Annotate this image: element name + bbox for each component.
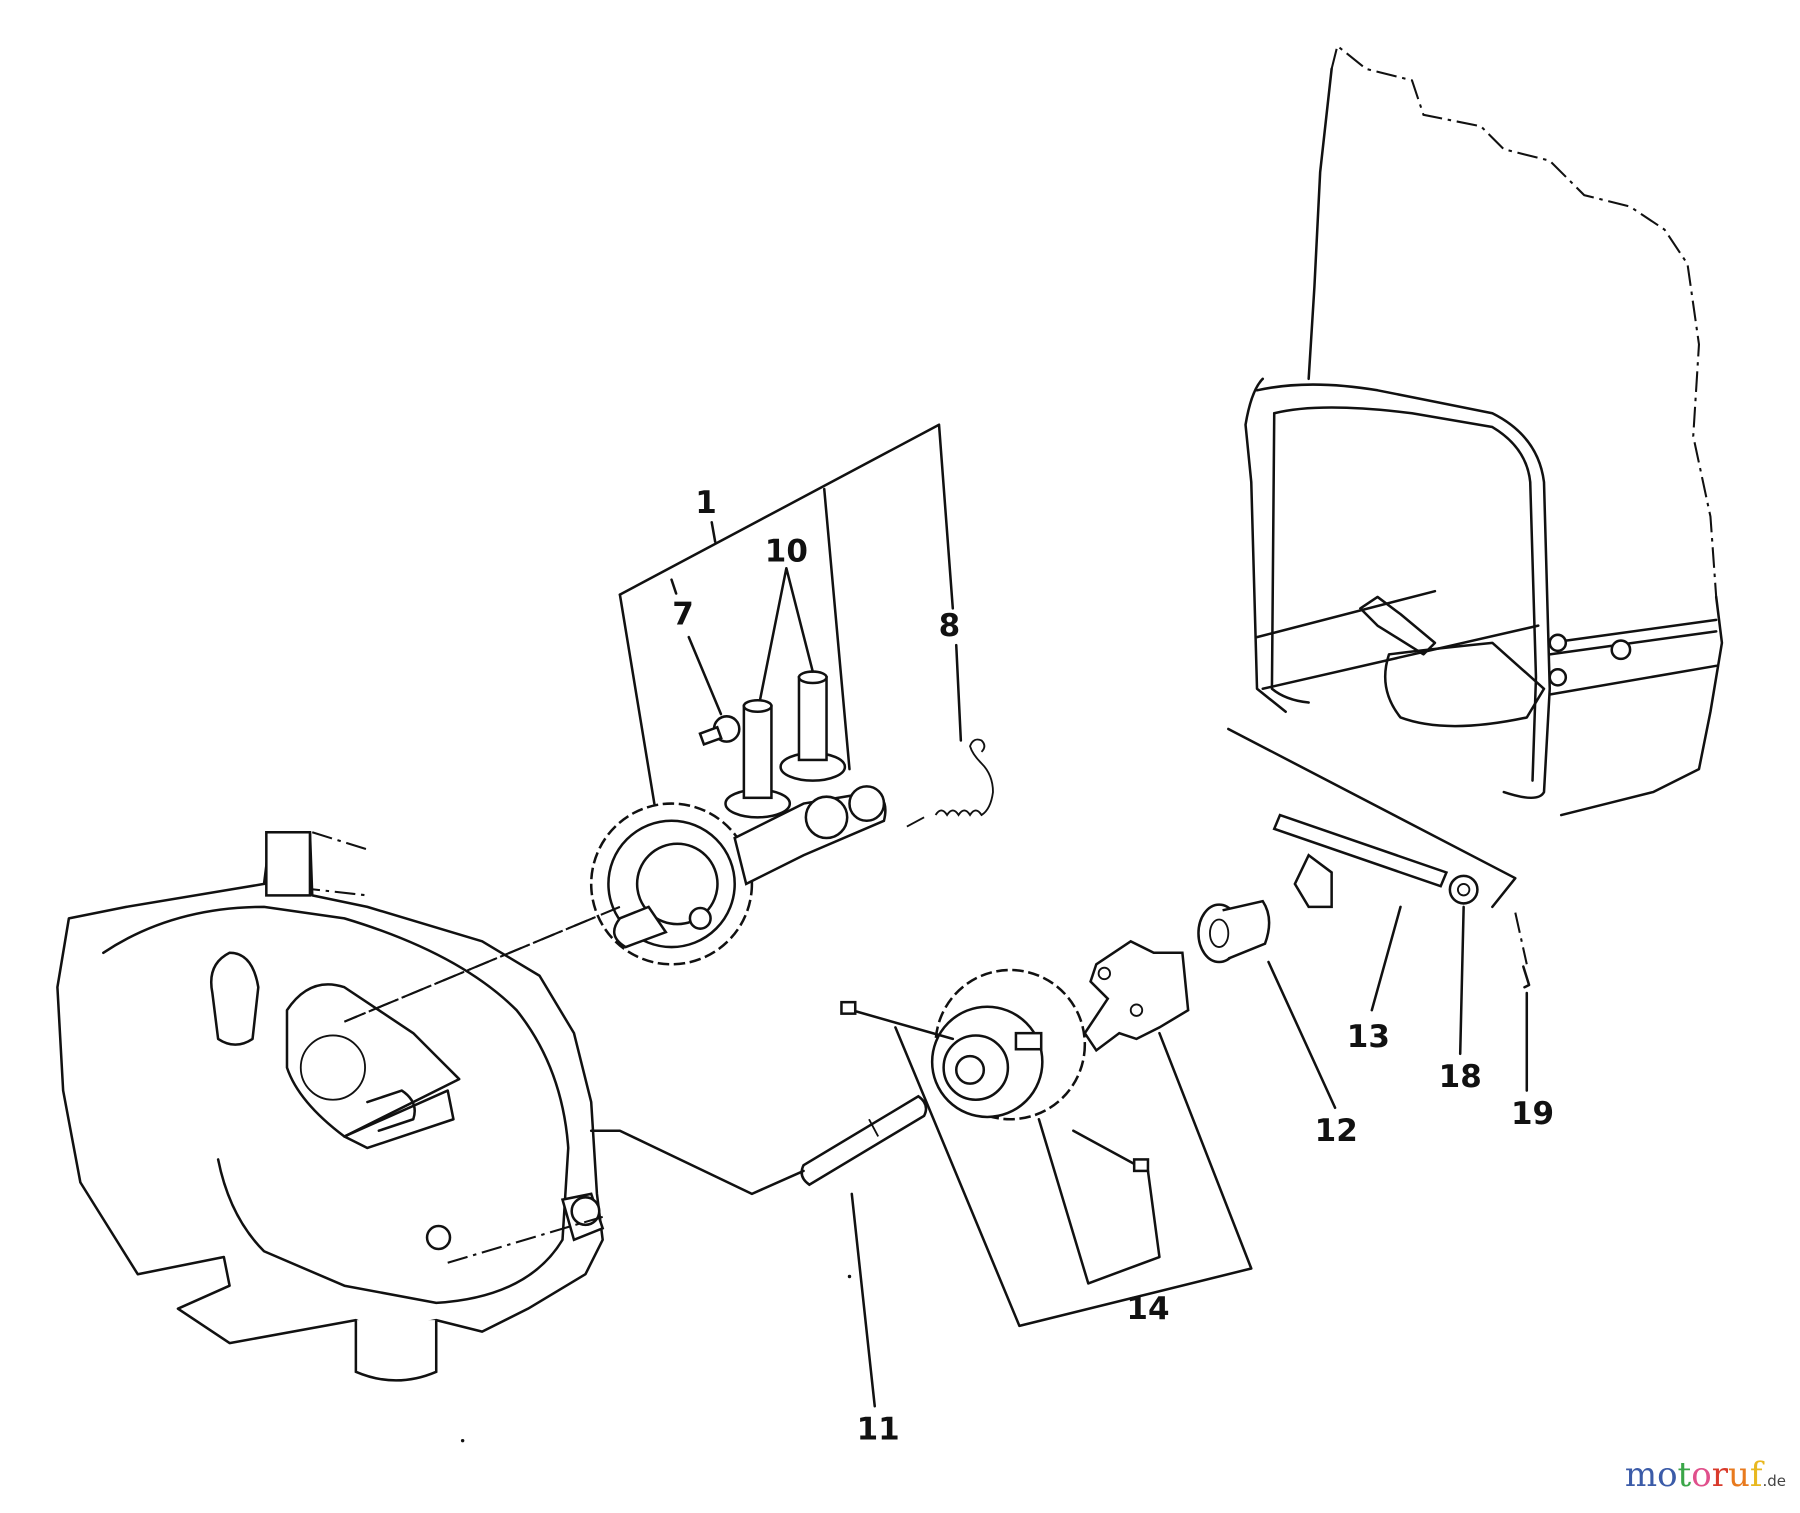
- tappets: [724, 670, 847, 819]
- watermark-letter: f: [1749, 1455, 1763, 1495]
- label-part-19: 19: [1511, 1096, 1554, 1132]
- label-part-10: 10: [765, 533, 808, 569]
- label-part-13: 13: [1347, 1019, 1390, 1055]
- clip: [1522, 965, 1531, 989]
- watermark-letter: o: [1691, 1455, 1712, 1495]
- governor-shaft: [1272, 813, 1449, 909]
- camshaft-gear: [343, 785, 887, 1023]
- watermark-letter: t: [1677, 1455, 1692, 1495]
- label-part-8: 8: [939, 608, 961, 644]
- label-part-12: 12: [1315, 1113, 1358, 1149]
- watermark-suffix: .de: [1762, 1472, 1786, 1490]
- watermark-letter: r: [1711, 1455, 1728, 1495]
- flanged-bushing: [1197, 899, 1271, 964]
- bolt: [698, 715, 741, 746]
- label-part-11: 11: [857, 1412, 900, 1448]
- part-labels: 1 10 7 8 13 18 19 12 14 11: [672, 485, 1554, 1447]
- label-part-14: 14: [1126, 1291, 1169, 1327]
- watermark-letter: u: [1727, 1455, 1750, 1495]
- label-part-7: 7: [672, 596, 694, 632]
- pin: [800, 1094, 928, 1187]
- crankcase-cover: [56, 831, 621, 1382]
- spring: [906, 738, 994, 828]
- watermark-logo: motoruf.de: [1625, 1455, 1786, 1495]
- governor-weight-bracket: [1083, 939, 1190, 1053]
- governor-gear: [840, 968, 1150, 1173]
- leader-lines: [589, 423, 1529, 1408]
- washer: [1448, 874, 1479, 905]
- watermark-letter: o: [1657, 1455, 1678, 1495]
- engine-block: [1244, 44, 1724, 817]
- label-part-1: 1: [695, 485, 717, 521]
- label-part-18: 18: [1439, 1059, 1482, 1095]
- watermark-letter: m: [1624, 1455, 1658, 1495]
